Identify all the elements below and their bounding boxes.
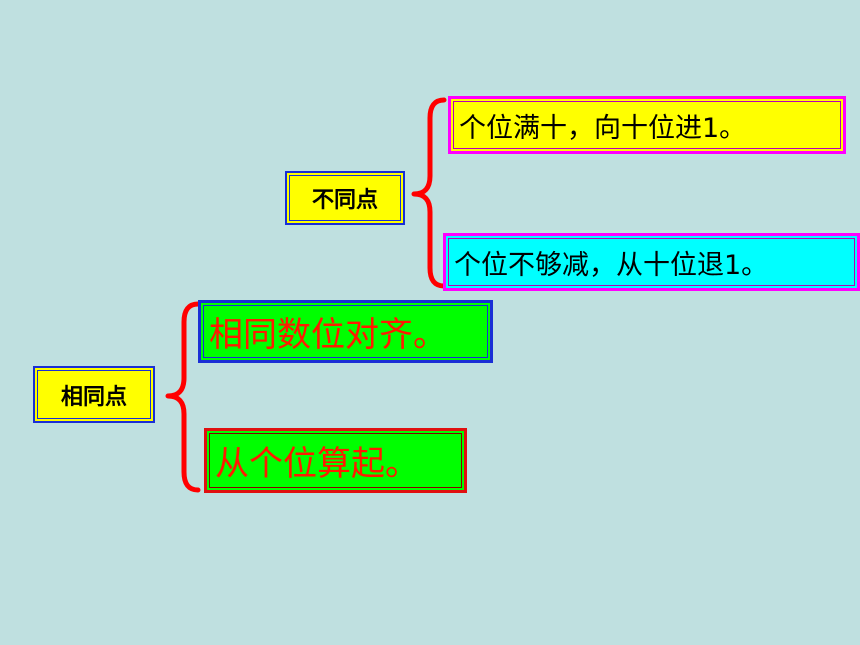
difference-item-borrow: 个位不够减，从十位退1。: [443, 233, 860, 291]
similarity-item-start-ones: 从个位算起。: [204, 428, 467, 493]
differences-brace: [411, 97, 447, 289]
difference-item-carry: 个位满十，向十位进1。: [448, 96, 846, 154]
differences-label: 不同点: [285, 171, 405, 225]
similarity-item-align-digits: 相同数位对齐。: [198, 300, 493, 363]
similarities-label: 相同点: [33, 366, 155, 423]
similarities-brace: [165, 301, 201, 493]
